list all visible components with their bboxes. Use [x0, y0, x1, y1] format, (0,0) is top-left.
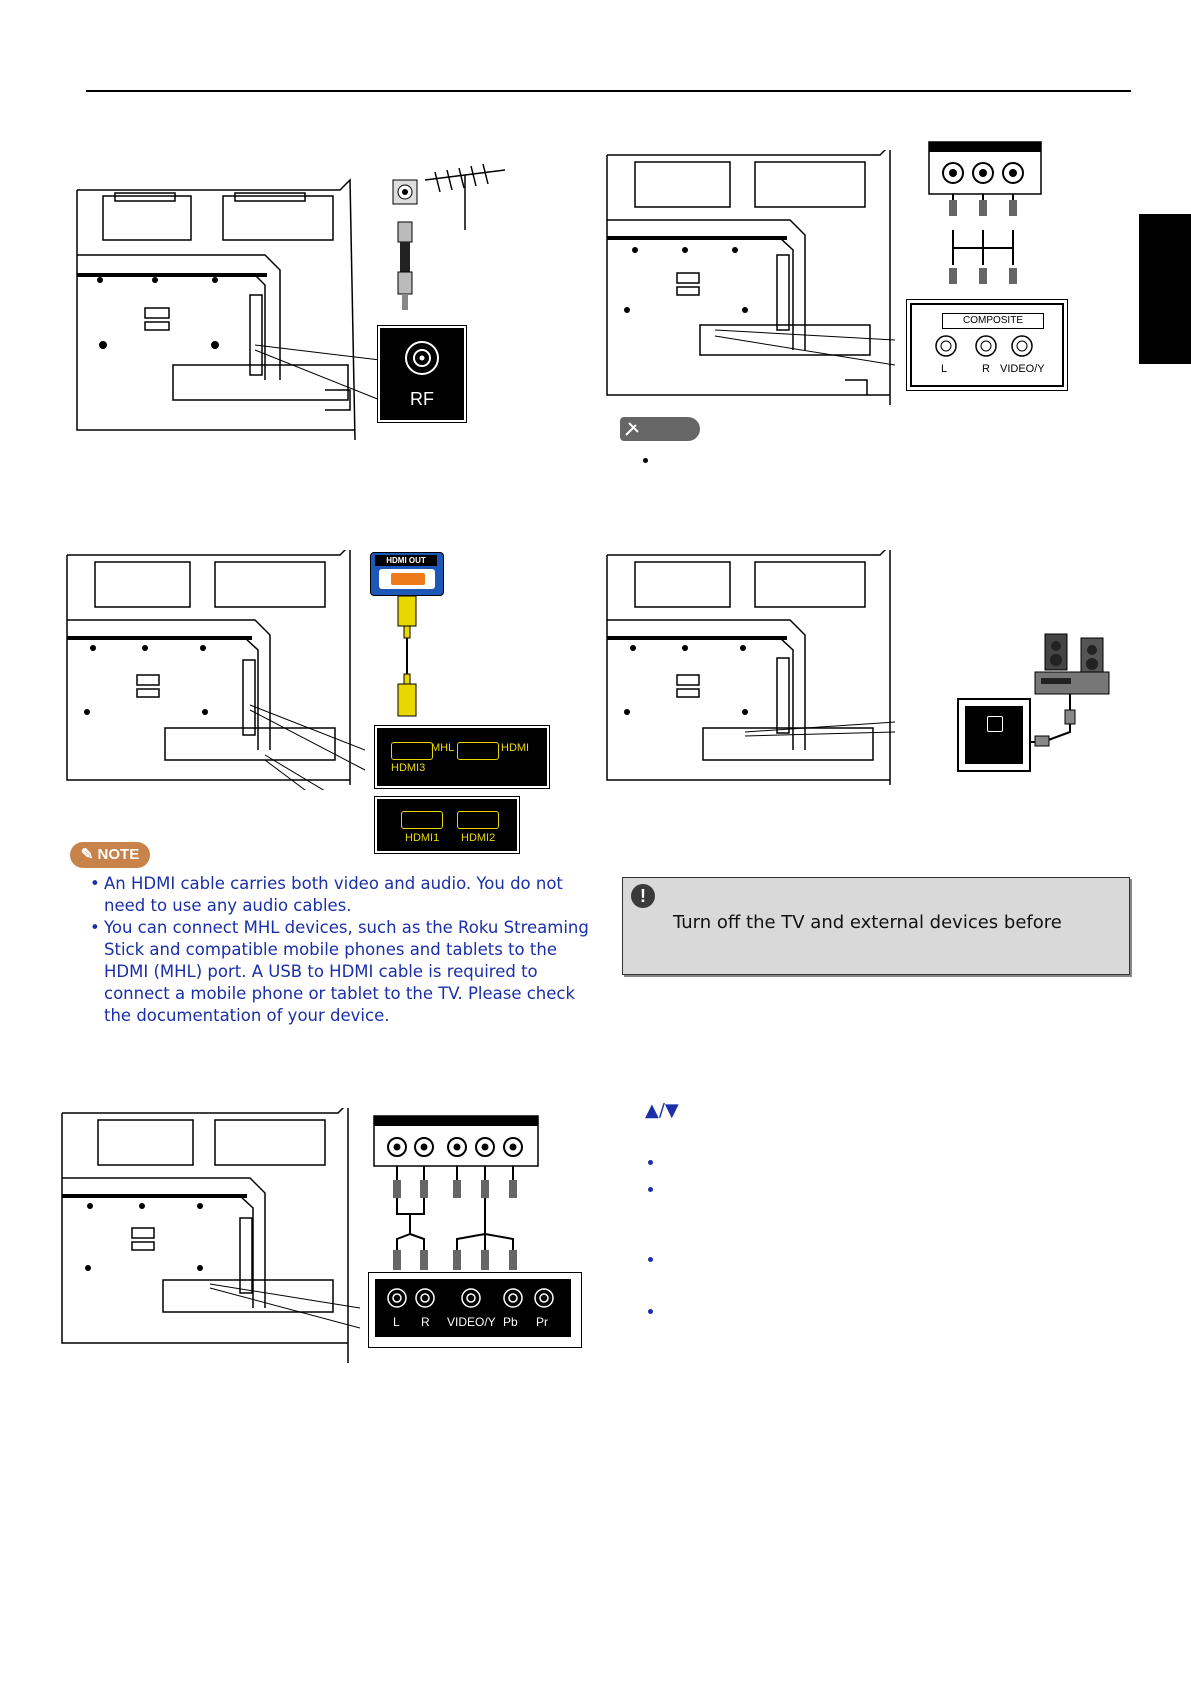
note-bullet	[643, 458, 648, 463]
composite-r-label: R	[982, 363, 990, 375]
component-r-label: R	[421, 1315, 430, 1329]
note-badge: ✎ NOTE	[70, 842, 150, 868]
hdmi3-port	[391, 742, 433, 760]
composite-l-label: L	[941, 363, 948, 375]
composite-jacks	[935, 335, 1033, 357]
hdmi-cable	[397, 595, 417, 717]
side-section-tab	[1139, 214, 1191, 364]
component-port-panel: L R VIDEO/Y Pb Pr	[375, 1279, 571, 1337]
composite-video-label: VIDEO/Y	[1000, 363, 1045, 375]
composite-header-label: COMPOSITE	[942, 313, 1044, 329]
hdmi2-label: HDMI2	[461, 832, 496, 844]
component-port-frame: L R VIDEO/Y Pb Pr	[368, 1272, 582, 1348]
hdmi-out-source: HDMI OUT	[370, 552, 444, 596]
header-rule	[86, 90, 1131, 92]
tv-rear-diagram-audio	[606, 550, 895, 785]
antenna-icon	[392, 163, 506, 310]
speaker-system-icon	[1029, 633, 1110, 747]
list-bullet	[648, 1187, 653, 1192]
hdmi-port	[457, 742, 499, 760]
hdmi-upper-port-panel: MHL HDMI HDMI3	[374, 725, 550, 789]
component-jacks	[387, 1288, 554, 1308]
nav-arrows-text: ▲/▼	[645, 1100, 679, 1121]
hdmi2-port	[457, 811, 499, 829]
component-source-device	[373, 1115, 539, 1270]
tv-rear-diagram-component	[61, 1108, 360, 1363]
composite-source-device	[928, 141, 1042, 284]
hdmi-out-label: HDMI OUT	[375, 555, 437, 566]
hdmi-label: HDMI	[501, 742, 530, 754]
rf-connector-icon	[405, 341, 439, 375]
list-bullet	[648, 1309, 653, 1314]
pencil-note-icon: ✎	[80, 846, 94, 863]
caution-text: Turn off the TV and external devices bef…	[673, 912, 1062, 933]
note-list: An HDMI cable carries both video and aud…	[90, 873, 590, 1027]
note-pill	[620, 417, 700, 441]
pencil-note-icon	[625, 422, 639, 436]
hdmi3-label: HDMI3	[391, 762, 426, 774]
list-bullet	[648, 1257, 653, 1262]
note-item: An HDMI cable carries both video and aud…	[90, 873, 590, 917]
rf-label: RF	[410, 389, 434, 409]
mhl-label: MHL	[431, 742, 455, 754]
note-badge-label: NOTE	[97, 846, 140, 863]
hdmi1-label: HDMI1	[405, 832, 440, 844]
hdmi-lower-port-panel: HDMI1 HDMI2	[374, 796, 520, 854]
component-pr-label: Pr	[536, 1315, 548, 1329]
audio-port-frame	[957, 698, 1031, 772]
list-bullet	[648, 1160, 653, 1165]
component-l-label: L	[393, 1315, 400, 1329]
component-pb-label: Pb	[503, 1315, 518, 1329]
composite-port-panel: COMPOSITE L R VIDEO/Y	[910, 303, 1064, 387]
exclamation-icon: !	[631, 884, 655, 908]
audio-port-panel	[965, 706, 1023, 764]
rf-port-panel: RF	[377, 325, 467, 423]
tv-rear-diagram-hdmi	[66, 550, 365, 790]
component-video-label: VIDEO/Y	[447, 1315, 496, 1329]
caution-box: ! Turn off the TV and external devices b…	[622, 877, 1130, 975]
hdmi1-port	[401, 811, 443, 829]
tv-rear-diagram-rf	[76, 178, 381, 440]
tv-rear-diagram-composite	[606, 150, 895, 405]
note-item: You can connect MHL devices, such as the…	[90, 917, 590, 1027]
